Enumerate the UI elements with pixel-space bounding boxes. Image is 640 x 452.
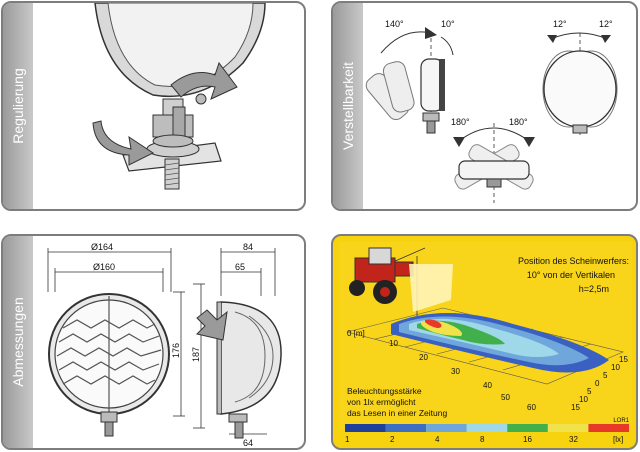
angle-arc — [380, 31, 432, 54]
panel-verstellbarkeit: Verstellbarkeit 140° 10° 12° 12° 180° 18… — [331, 1, 638, 211]
scale-unit: [lx] — [613, 435, 623, 444]
legend-line1: Beleuchtungsstärke — [347, 386, 422, 396]
x-tick: 40 — [483, 381, 492, 390]
position-line1: Position des Scheinwerfers: — [518, 256, 629, 266]
angle-label: 180° — [509, 117, 528, 127]
panel-regulierung: Regulierung — [1, 1, 306, 211]
x-tick: 50 — [501, 393, 510, 402]
y-tick: 10 — [611, 363, 620, 372]
scale-segment — [588, 424, 629, 432]
illumination-chart: Position des Scheinwerfers: 10° von der … — [339, 242, 632, 444]
lamp-tilt-ghosts — [365, 61, 415, 121]
scale-tick: 8 — [480, 435, 485, 444]
position-line3: h=2,5m — [579, 284, 609, 294]
dimension-outer-diameter: Ø164 — [91, 242, 113, 252]
y-tick: 5 — [587, 387, 592, 396]
grille-pattern — [56, 296, 162, 412]
rotate-arrow-icon — [170, 61, 238, 100]
adjustability-illustration: 140° 10° 12° 12° 180° 180° — [365, 19, 618, 203]
angle-label: 12° — [553, 19, 567, 29]
side-tab: Verstellbarkeit — [333, 3, 363, 209]
angle-label: 140° — [385, 19, 404, 29]
scale-segment — [547, 424, 589, 432]
scale-tick: 2 — [390, 435, 395, 444]
x-tick: 30 — [451, 367, 460, 376]
dimension-height-inner: 176 — [171, 343, 181, 358]
legend-line3: das Lesen in einer Zeitung — [347, 408, 447, 418]
y-tick: 5 — [603, 371, 608, 380]
scale-segment — [345, 424, 386, 432]
scale-tick: 16 — [523, 435, 532, 444]
lamp-top-view — [458, 160, 530, 180]
scale-tick: 1 — [345, 435, 350, 444]
tractor-illustration — [349, 247, 414, 304]
lamp-side-profile — [220, 301, 282, 415]
angle-label: 180° — [451, 117, 470, 127]
dimension-depth: 84 — [243, 242, 253, 252]
color-scale — [345, 424, 629, 432]
y-tick: 0 — [595, 379, 600, 388]
scale-tick: 4 — [435, 435, 440, 444]
scale-segment — [426, 424, 467, 432]
scale-segment — [466, 424, 508, 432]
rotate-arrow-left-icon — [92, 120, 154, 166]
y-tick: 10 — [579, 395, 588, 404]
x-tick: 60 — [527, 403, 536, 412]
y-tick: 15 — [619, 355, 628, 364]
dimension-height-total: 187 — [191, 347, 201, 362]
angle-label: 12° — [599, 19, 613, 29]
isolux-zone-6 — [425, 319, 442, 328]
pointer-arrow-icon — [196, 309, 228, 341]
side-tab: Abmessungen — [3, 236, 33, 448]
scale-segment — [385, 424, 427, 432]
mounting-illustration — [92, 3, 266, 190]
x-tick: 0 [m] — [347, 329, 365, 338]
side-tab: Regulierung — [3, 3, 33, 209]
lamp-front-view — [543, 50, 617, 128]
dimension-inner-diameter: Ø160 — [93, 262, 115, 272]
x-tick: 10 — [389, 339, 398, 348]
x-tick: 20 — [419, 353, 428, 362]
angle-label: 10° — [441, 19, 455, 29]
light-cone — [409, 264, 453, 312]
dimension-depth-inner: 65 — [235, 262, 245, 272]
panel-beleuchtung: Position des Scheinwerfers: 10° von der … — [331, 234, 638, 450]
legend-line2: von 1lx ermöglicht — [347, 397, 416, 407]
y-tick: 15 — [571, 403, 580, 412]
scale-segment — [507, 424, 548, 432]
scale-code: LOR1 — [613, 418, 629, 424]
dimension-drawing: Ø164 Ø160 84 65 176 187 64 — [47, 242, 282, 448]
position-line2: 10° von der Vertikalen — [527, 270, 615, 280]
panel-abmessungen: Abmessungen Ø164 Ø160 84 65 176 187 64 — [1, 234, 306, 450]
dimension-bracket: 64 — [243, 438, 253, 448]
scale-tick: 32 — [569, 435, 578, 444]
